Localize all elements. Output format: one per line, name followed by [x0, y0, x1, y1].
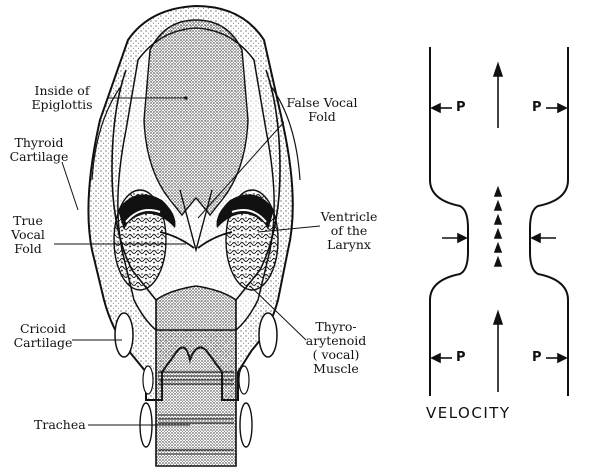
- pressure-label: P: [456, 350, 466, 365]
- label-ventricle: Ventricle of the Larynx: [320, 209, 378, 252]
- flow-diagram: [429, 47, 569, 396]
- left-cricoid: [114, 312, 134, 358]
- epiglottis-shape: [143, 19, 249, 217]
- larynx-diagram: [54, 4, 321, 467]
- label-inside-epiglottis: Inside of Epiglottis: [31, 83, 93, 112]
- label-cricoid-cartilage: Cricoid Cartilage: [13, 321, 73, 350]
- pressure-label: P: [532, 100, 542, 115]
- label-false-vocal-fold: False Vocal Fold: [286, 95, 358, 124]
- label-true-vocal-fold: True Vocal Fold: [11, 213, 45, 256]
- right-cricoid: [258, 312, 278, 358]
- right-wall: [529, 47, 569, 396]
- velocity-label: VELOCITY: [426, 404, 511, 422]
- left-wall: [429, 47, 469, 396]
- pressure-label: P: [456, 100, 466, 115]
- label-thyroid-cartilage: Thyroid Cartilage: [9, 135, 69, 164]
- label-thyroarytenoid-muscle: Thyro- arytenoid ( vocal) Muscle: [305, 319, 367, 376]
- label-trachea: Trachea: [34, 417, 86, 432]
- left-ventricle: [118, 194, 176, 230]
- velocity-arrows: [492, 61, 504, 392]
- right-ventricle: [216, 194, 274, 230]
- pressure-label: P: [532, 350, 542, 365]
